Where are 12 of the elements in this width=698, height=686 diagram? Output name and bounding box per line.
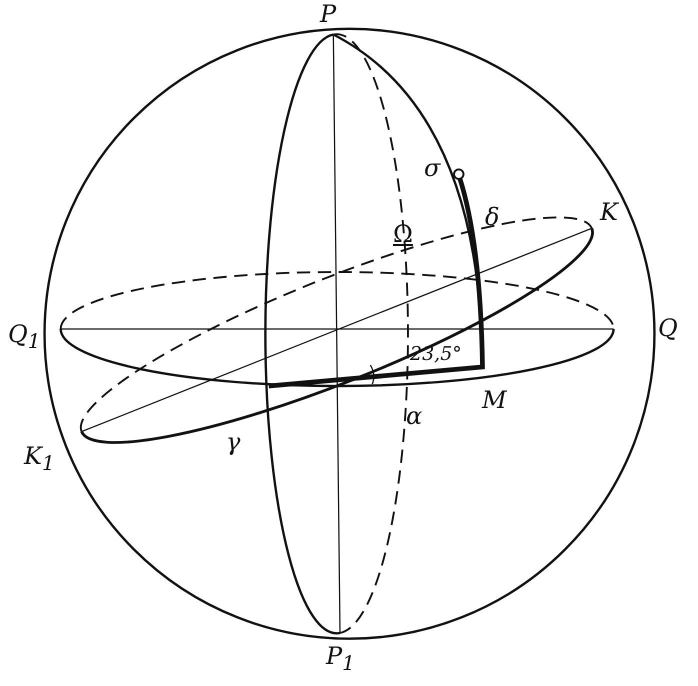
arc-label: δ — [485, 205, 500, 229]
point-label: P$_{1}$ — [326, 644, 355, 673]
point-label: Ω — [393, 222, 413, 246]
point-label: P — [320, 2, 336, 26]
point-label: Q — [658, 316, 678, 340]
point-label: K — [600, 200, 618, 224]
point-label: M — [482, 388, 507, 412]
point-label: Q$_{1}$ — [8, 322, 40, 351]
point-label: K$_{1}$ — [24, 444, 55, 473]
arc-label: α — [406, 404, 422, 428]
point-label: γ — [226, 430, 240, 454]
point-label: σ — [424, 156, 440, 180]
